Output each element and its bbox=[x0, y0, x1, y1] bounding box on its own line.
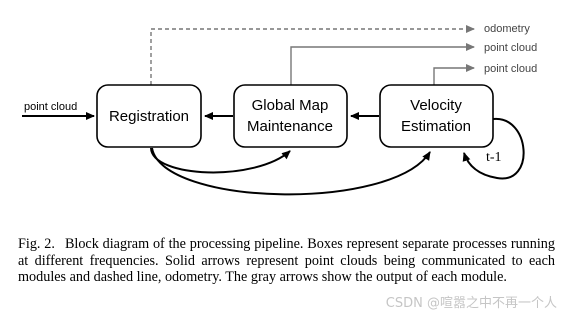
global-map-output-arrow bbox=[290, 43, 475, 85]
caption-text: Block diagram of the processing pipeline… bbox=[18, 236, 555, 285]
pipeline-diagram: point cloud odometry point cloud point c… bbox=[22, 23, 537, 196]
caption-label: Fig. 2. bbox=[18, 236, 55, 252]
registration-to-velocity-curve bbox=[151, 147, 431, 196]
registration-label: Registration bbox=[109, 108, 189, 125]
velocity-output-arrow bbox=[433, 64, 475, 85]
velocity-label-line1: Velocity bbox=[410, 97, 462, 114]
global-map-label-line2: Maintenance bbox=[247, 118, 333, 135]
output-label-point-cloud-2: point cloud bbox=[484, 63, 537, 75]
registration-box bbox=[96, 84, 202, 148]
registration-to-map-curve bbox=[150, 147, 291, 174]
watermark: CSDN @喧嚣之中不再一个人 bbox=[385, 296, 557, 311]
output-label-point-cloud-1: point cloud bbox=[484, 42, 537, 54]
output-label-odometry: odometry bbox=[484, 23, 530, 35]
figure-caption: Fig. 2.Block diagram of the processing p… bbox=[18, 236, 555, 286]
global-map-label-line1: Global Map bbox=[252, 97, 329, 114]
input-label: point cloud bbox=[24, 101, 77, 113]
odometry-arrow bbox=[150, 25, 475, 85]
loop-label: t-1 bbox=[486, 150, 502, 165]
velocity-box bbox=[379, 84, 494, 148]
global-map-box bbox=[233, 84, 348, 148]
velocity-label-line2: Estimation bbox=[401, 118, 471, 135]
velocity-self-loop bbox=[462, 117, 525, 180]
